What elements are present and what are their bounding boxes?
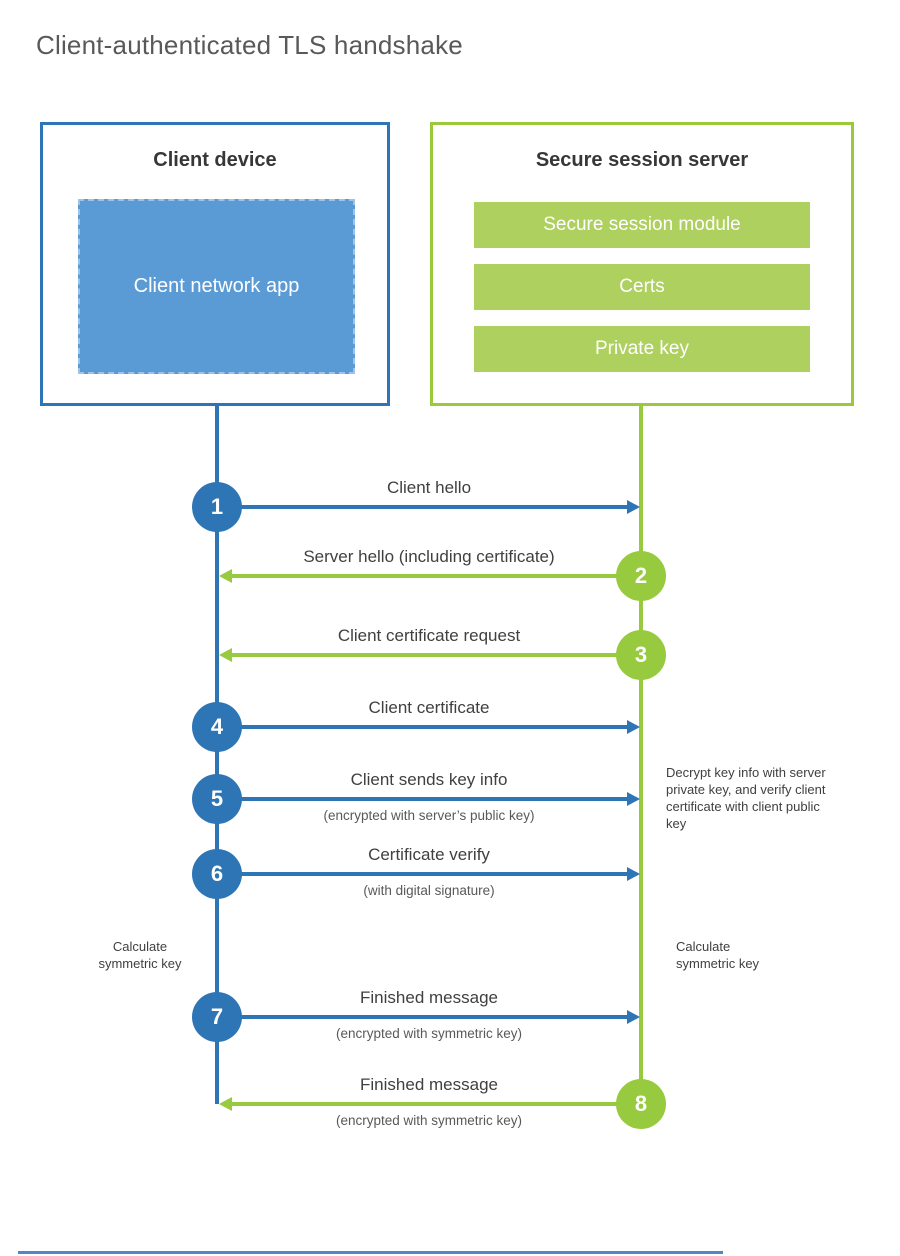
step-5-badge: 5 <box>192 774 242 824</box>
step-3-badge: 3 <box>616 630 666 680</box>
step-5-sublabel: (encrypted with server’s public key) <box>323 808 535 823</box>
secure-session-server-title: Secure session server <box>535 149 749 171</box>
server-lifeline <box>639 406 643 1104</box>
step-8-arrow-server-to-client <box>219 1097 641 1111</box>
client-device-box: Client device Client network app <box>40 122 390 406</box>
step-2-arrow-server-to-client <box>219 569 641 583</box>
step-3-arrow-server-to-client <box>219 648 641 662</box>
step-6-sublabel: (with digital signature) <box>363 883 495 898</box>
step-7-badge: 7 <box>192 992 242 1042</box>
step-2-label: Server hello (including certificate) <box>303 547 555 566</box>
server-calculate-symmetric-key-note: Calculate symmetric key <box>676 939 760 971</box>
step-6-arrow-client-to-server <box>217 867 640 881</box>
step-1-label: Client hello <box>386 478 472 497</box>
bottom-divider <box>18 1251 723 1254</box>
step-8-sublabel: (encrypted with symmetric key) <box>335 1113 523 1128</box>
client-network-app-label: Client network app <box>133 275 300 297</box>
step-8-label: Finished message <box>360 1075 498 1094</box>
server-module-certs: Certs <box>474 264 810 310</box>
step-4-label: Client certificate <box>368 698 490 717</box>
step-3-label: Client certificate request <box>337 626 521 645</box>
step-4-badge: 4 <box>192 702 242 752</box>
client-lifeline <box>215 406 219 1104</box>
step-7-arrow-client-to-server <box>217 1010 640 1024</box>
page-title: Client-authenticated TLS handshake <box>36 30 463 60</box>
client-device-title: Client device <box>153 149 277 171</box>
step-1-badge: 1 <box>192 482 242 532</box>
step-8-badge: 8 <box>616 1079 666 1129</box>
step-5-label: Client sends key info <box>350 770 508 789</box>
step-1-arrow-client-to-server <box>217 500 640 514</box>
step-7-sublabel: (encrypted with symmetric key) <box>335 1026 523 1041</box>
server-decrypt-note: Decrypt key info with server private key… <box>666 765 826 831</box>
client-calculate-symmetric-key-note: Calculate symmetric key <box>98 939 182 971</box>
client-network-app-box: Client network app <box>78 199 355 374</box>
step-6-badge: 6 <box>192 849 242 899</box>
server-module-private-key: Private key <box>474 326 810 372</box>
secure-session-server-box: Secure session server Secure session mod… <box>430 122 854 406</box>
step-6-label: Certificate verify <box>368 845 490 864</box>
step-5-arrow-client-to-server <box>217 792 640 806</box>
server-module-secure-session-module: Secure session module <box>474 202 810 248</box>
step-2-badge: 2 <box>616 551 666 601</box>
step-7-label: Finished message <box>360 988 498 1007</box>
step-4-arrow-client-to-server <box>217 720 640 734</box>
